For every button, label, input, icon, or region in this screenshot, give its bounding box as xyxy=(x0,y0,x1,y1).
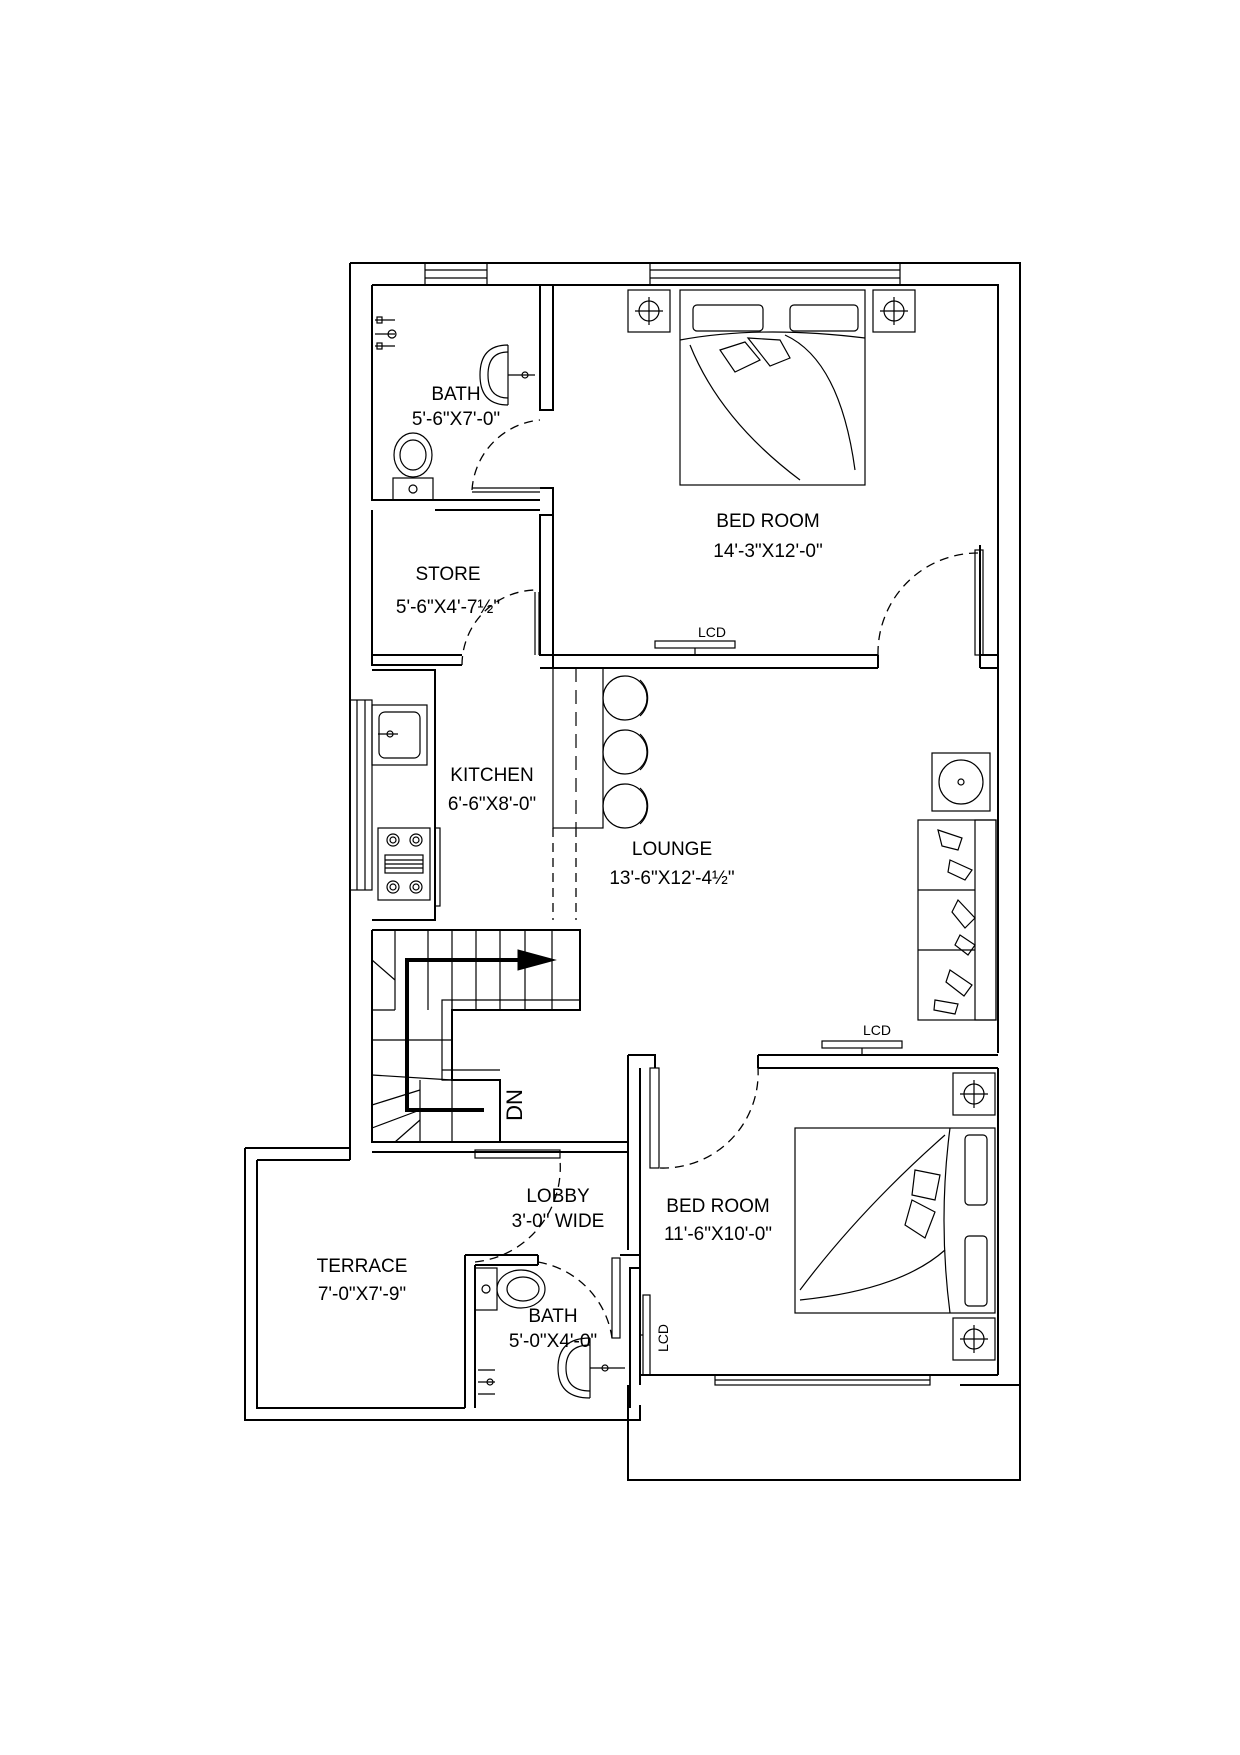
outer-walls xyxy=(244,262,1021,1481)
tv-label-bedroom-top: LCD xyxy=(698,624,726,640)
double-bed-bottom-icon xyxy=(794,1127,996,1314)
door-terrace xyxy=(474,1159,561,1263)
room-name-bedroom-bottom: BED ROOM xyxy=(666,1196,769,1217)
bar-stool-icon xyxy=(602,729,649,775)
door-bedroom-bottom xyxy=(659,1067,759,1169)
interior-walls xyxy=(371,285,998,1408)
door-bath-top xyxy=(471,419,541,491)
side-table-bottom-bottom-icon xyxy=(952,1317,996,1361)
staircase: DN xyxy=(371,930,580,1143)
double-bed-icon xyxy=(679,289,866,486)
wash-basin-bottom-icon xyxy=(557,1337,625,1399)
room-size-terrace: 7'-0"X7'-9" xyxy=(318,1284,406,1305)
bedroom-top-furniture: LCD xyxy=(627,289,916,655)
side-table-right-icon xyxy=(872,289,916,333)
room-name-bath-top: BATH xyxy=(431,384,480,405)
room-size-lobby: 3'-0" WIDE xyxy=(512,1211,605,1232)
toilet-bottom-icon xyxy=(474,1267,546,1311)
shower-tap-bottom-icon xyxy=(478,1369,495,1395)
door-bedroom-top xyxy=(877,552,979,656)
bath-bottom-fixtures xyxy=(474,1267,625,1399)
stair-treads xyxy=(371,930,580,1143)
side-table-lounge-icon xyxy=(931,752,991,812)
tv-label-lounge: LCD xyxy=(863,1022,891,1038)
tv-unit-top-icon: LCD xyxy=(654,624,736,655)
stove-icon xyxy=(377,827,431,901)
room-name-lounge: LOUNGE xyxy=(632,839,712,860)
room-name-bedroom-top: BED ROOM xyxy=(716,511,819,532)
room-name-bath-bottom: BATH xyxy=(528,1306,577,1327)
sofa-icon xyxy=(917,819,997,1021)
room-size-bedroom-bottom: 11'-6"X10'-0" xyxy=(664,1224,772,1245)
toilet-icon xyxy=(392,432,434,501)
bar-stool-icon xyxy=(602,783,649,829)
room-size-lounge: 13'-6"X12'-4½" xyxy=(609,868,734,889)
room-name-lobby: LOBBY xyxy=(526,1186,590,1207)
room-size-bath-top: 5'-6"X7'-0" xyxy=(412,409,500,430)
room-name-kitchen: KITCHEN xyxy=(450,765,533,786)
bar-stool-icon xyxy=(602,675,649,721)
room-size-bedroom-top: 14'-3"X12'-0" xyxy=(713,541,822,562)
tv-label-bedroom-bottom: LCD xyxy=(655,1324,671,1352)
stair-arrow-icon xyxy=(405,949,557,1112)
wash-basin-icon xyxy=(479,344,535,406)
room-size-store: 5'-6"X4'-7½" xyxy=(396,597,500,618)
stair-direction-label: DN xyxy=(502,1089,527,1121)
room-size-bath-bottom: 5'-0"X4'-0" xyxy=(509,1331,597,1352)
room-labels: BATH 5'-6"X7'-0" BED ROOM 14'-3"X12'-0" … xyxy=(317,384,823,1352)
doors xyxy=(461,419,979,1339)
bedroom-bottom-furniture: LCD xyxy=(640,1072,996,1376)
room-name-store: STORE xyxy=(415,564,480,585)
kitchen-sink-icon xyxy=(371,704,428,766)
lounge-furniture: LCD xyxy=(821,752,997,1055)
tv-unit-lounge-icon: LCD xyxy=(821,1022,903,1055)
shower-tap-icon xyxy=(375,316,397,350)
room-name-terrace: TERRACE xyxy=(317,1256,408,1277)
side-table-bottom-top-icon xyxy=(952,1072,996,1116)
bath-top-fixtures xyxy=(375,316,535,501)
room-size-kitchen: 6'-6"X8'-0" xyxy=(448,794,536,815)
tv-unit-bottom-icon: LCD xyxy=(640,1294,671,1376)
breakfast-counter xyxy=(552,667,649,920)
kitchen-fixtures xyxy=(371,704,431,901)
side-table-left-icon xyxy=(627,289,671,333)
